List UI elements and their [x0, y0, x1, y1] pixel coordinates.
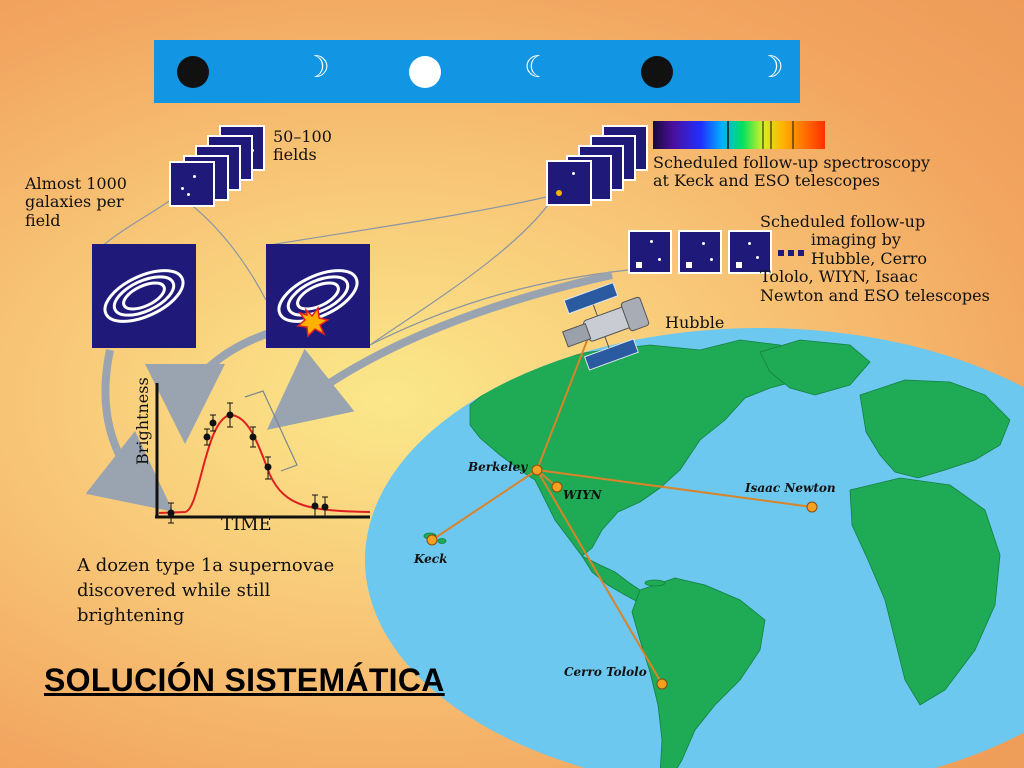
full-moon-icon [409, 56, 441, 88]
node-cerro-tololo [656, 678, 668, 690]
last-quarter-icon: ☾ [524, 50, 551, 85]
bracket [244, 390, 298, 472]
new-moon-icon [641, 56, 673, 88]
light-curve [158, 413, 371, 514]
africa [849, 477, 1001, 706]
connector-field-supernova-right [369, 194, 556, 346]
arrow-supernova-to-plot [145, 326, 280, 444]
data-point [311, 494, 319, 517]
page-title: SOLUCIÓN SISTEMÁTICA [44, 662, 445, 698]
fields-label: 50–100 fields [273, 127, 332, 165]
greenland [759, 339, 871, 396]
connector-field-supernova [269, 194, 556, 246]
brightness-axis-label-rot: Brightness [133, 377, 152, 465]
first-quarter-icon: ☽ [757, 50, 784, 85]
ellipsis-icon [778, 250, 804, 256]
data-point [167, 502, 175, 524]
link-hubble-berkeley [536, 332, 591, 471]
supernova-burst-icon [296, 306, 330, 338]
moon-phase-strip [154, 40, 800, 103]
data-point [209, 414, 217, 432]
node-keck [426, 534, 438, 546]
site-berkeley: Berkeley [468, 460, 528, 474]
data-point [264, 456, 272, 480]
arrow-imaging-to-plot [266, 271, 613, 430]
discovered-label: A dozen type 1a supernovae discovered wh… [77, 555, 335, 627]
data-point [249, 426, 257, 448]
spectroscopy-label: Scheduled follow-up spectroscopy at Keck… [653, 153, 930, 191]
imaging-frame [678, 230, 722, 274]
supernova-galaxy-icon [266, 244, 370, 348]
link-berkeley-keck [431, 469, 538, 541]
site-cerro-tololo: Cerro Tololo [564, 665, 647, 679]
galaxies-label: Almost 1000 galaxies per field [25, 174, 127, 230]
imaging-label: Scheduled follow-up imaging by Hubble, C… [760, 212, 990, 305]
hubble-telescope-icon [562, 282, 650, 371]
connector-imaging-supernova [369, 269, 629, 346]
spectrum-icon [653, 121, 825, 149]
data-point [226, 402, 234, 428]
data-point [321, 496, 329, 517]
light-curve-plot [155, 383, 371, 524]
observatory-links [431, 332, 813, 685]
arrow-galaxy-to-plot [85, 349, 174, 512]
hubble-label: Hubble [665, 313, 725, 332]
first-quarter-icon: ☽ [303, 50, 330, 85]
imaging-frame [628, 230, 672, 274]
europe [859, 379, 1011, 479]
south-america [631, 577, 766, 768]
new-moon-icon [177, 56, 209, 88]
site-wiyn: WIYN [563, 488, 602, 502]
node-wiyn [551, 481, 563, 493]
imaging-frame [728, 230, 772, 274]
node-isaac-newton [806, 501, 818, 513]
time-axis-label: TIME [221, 514, 272, 535]
galaxy-icon [92, 244, 196, 348]
data-point [203, 428, 211, 446]
link-berkeley-isaac-newton [536, 469, 813, 508]
site-keck: Keck [414, 552, 448, 566]
link-berkeley-cerro-tololo [536, 469, 663, 685]
node-berkeley [531, 464, 543, 476]
site-isaac-newton: Isaac Newton [745, 481, 836, 495]
